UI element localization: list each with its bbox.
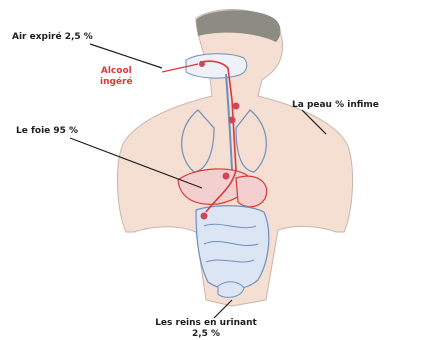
label-alcohol-line1: Alcool — [100, 66, 133, 77]
nasal-cavity — [186, 54, 247, 78]
intestines — [196, 206, 269, 290]
label-air-expired: Air expiré 2,5 % — [12, 32, 93, 43]
marker-mouth — [199, 61, 205, 67]
label-kidneys: Les reins en urinant 2,5 % — [126, 318, 286, 340]
leader-air — [90, 44, 162, 68]
label-alcohol-ingested: Alcool ingéré — [100, 66, 133, 88]
marker-intestine — [201, 213, 208, 220]
label-kidneys-line1: Les reins en urinant — [126, 318, 286, 329]
marker-lungs — [233, 103, 240, 110]
stomach — [236, 176, 267, 207]
marker-chest — [229, 117, 236, 124]
label-kidneys-line2: 2,5 % — [126, 329, 286, 340]
label-alcohol-line2: ingéré — [100, 77, 133, 88]
label-liver: Le foie 95 % — [16, 126, 78, 137]
label-skin: La peau % infime — [292, 100, 379, 111]
marker-liver — [223, 173, 230, 180]
